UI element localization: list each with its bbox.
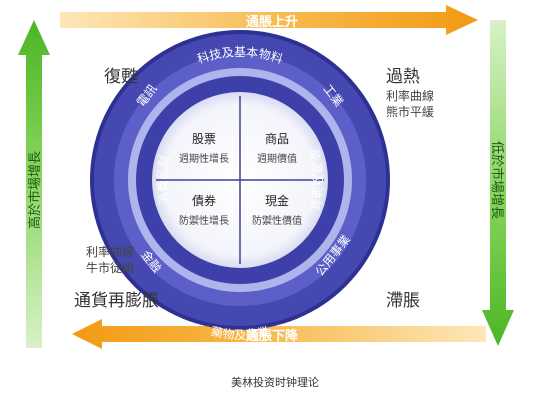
note-left-line2: 牛市徒峭 [86, 261, 135, 275]
arrow-right-label: 低於市場增長 [489, 141, 505, 219]
note-left-line1: 利率曲線 [86, 245, 135, 259]
note-right-line1: 利率曲線 [386, 89, 435, 103]
phase-stagflation: 滯脹 [386, 291, 420, 311]
center-bl-title: 債券 [192, 193, 216, 208]
center-tl-sub: 週期性增長 [179, 152, 229, 165]
ring-label-top: 科技及基本物料 [195, 45, 284, 66]
note-left: 利率曲線 牛市徒峭 [86, 244, 134, 276]
arrow-bottom [72, 319, 486, 349]
phase-reflation: 通貨再膨脹 [74, 291, 159, 311]
arrow-right [482, 20, 514, 346]
arrow-top [60, 5, 478, 35]
arrow-top-label: 通脹上升 [246, 14, 298, 30]
ring-label-right: 能源及油氣 [307, 148, 325, 212]
arrow-bottom-label: 通脹下降 [246, 328, 299, 344]
clock [90, 30, 390, 330]
note-right-line2: 熊市平緩 [386, 105, 435, 119]
center-br-sub: 防禦性價值 [252, 214, 302, 227]
arrow-left [18, 20, 50, 348]
center-tr-title: 商品 [265, 131, 289, 146]
center-tl-title: 股票 [192, 132, 216, 146]
center-tr-sub: 週期價值 [257, 152, 297, 165]
center-br-title: 現金 [265, 193, 289, 208]
phase-overheat: 過熱 [386, 67, 420, 87]
note-right: 利率曲線 熊市平緩 [386, 88, 434, 120]
caption: 美林投资时钟理论 [231, 376, 319, 389]
center-bl-sub: 防禦性增長 [179, 214, 229, 227]
phase-recovery: 復甦 [104, 67, 138, 87]
ring-label-bottom: 藥物及農業 [210, 324, 271, 342]
arrow-left-label: 高於市場增長 [27, 151, 43, 229]
